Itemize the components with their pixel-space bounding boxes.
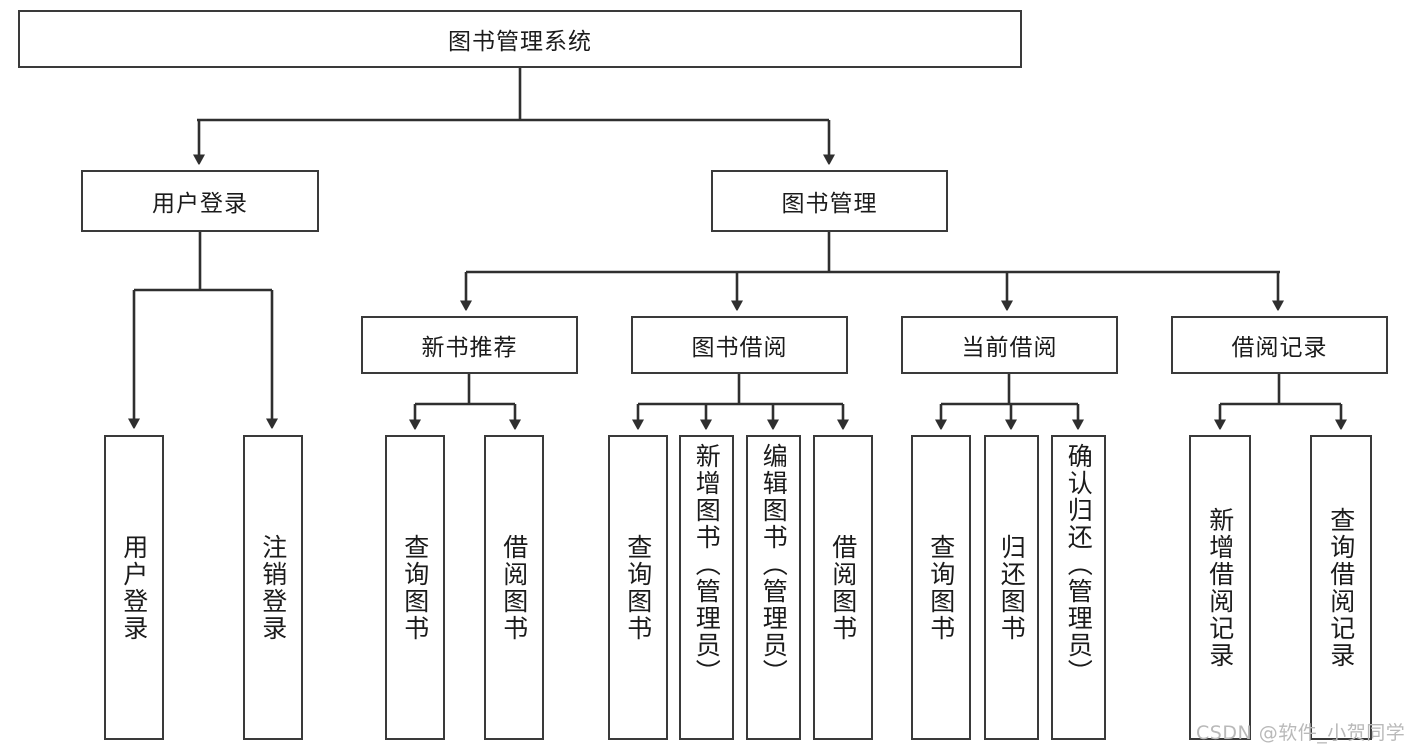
node-book-management[interactable]: 图书管理 <box>711 170 948 232</box>
edges-book-mgmt-to-level3 <box>466 232 1280 302</box>
node-leaf-edit-book-admin[interactable]: 编辑图书（管理员） <box>746 435 801 740</box>
edges-book-borrow-to-leaves <box>638 374 843 421</box>
node-leaf-borrow-books[interactable]: 借阅图书 <box>813 435 873 740</box>
node-root-system[interactable]: 图书管理系统 <box>18 10 1022 68</box>
node-user-login-label: 用户登录 <box>152 191 248 217</box>
node-leaf-label: 查询图书 <box>400 533 430 642</box>
node-leaf-logout[interactable]: 注销登录 <box>243 435 303 740</box>
node-leaf-return-books[interactable]: 归还图书 <box>984 435 1039 740</box>
node-new-book-recommend[interactable]: 新书推荐 <box>361 316 578 374</box>
node-leaf-query-borrow-record[interactable]: 查询借阅记录 <box>1310 435 1372 740</box>
node-leaf-user-login[interactable]: 用户登录 <box>104 435 164 740</box>
node-leaf-add-borrow-record[interactable]: 新增借阅记录 <box>1189 435 1251 740</box>
edges-current-borrow-to-leaves <box>941 374 1078 421</box>
node-root-label: 图书管理系统 <box>448 29 592 55</box>
node-leaf-label: 查询图书 <box>623 533 653 642</box>
node-current-borrow-label: 当前借阅 <box>961 335 1058 361</box>
edges-user-login-to-leaves <box>134 232 272 420</box>
node-leaf-label: 借阅图书 <box>499 533 529 642</box>
node-leaf-label: 注销登录 <box>258 533 288 642</box>
node-leaf-label: 新增图书（管理员） <box>692 443 722 686</box>
node-leaf-label: 归还图书 <box>997 533 1027 642</box>
node-leaf-confirm-return-admin[interactable]: 确认归还（管理员） <box>1051 435 1106 740</box>
node-leaf-query-books-recommend[interactable]: 查询图书 <box>385 435 445 740</box>
node-leaf-label: 编辑图书（管理员） <box>759 443 789 686</box>
node-borrow-record-label: 借阅记录 <box>1231 335 1328 361</box>
node-leaf-label: 确认归还（管理员） <box>1064 443 1094 686</box>
csdn-watermark: CSDN @软件_小贺同学 <box>1196 722 1405 744</box>
node-leaf-label: 查询借阅记录 <box>1326 506 1356 669</box>
node-leaf-query-books-current[interactable]: 查询图书 <box>911 435 971 740</box>
node-leaf-label: 新增借阅记录 <box>1205 506 1235 669</box>
node-book-management-label: 图书管理 <box>781 191 878 217</box>
node-book-borrow[interactable]: 图书借阅 <box>631 316 848 374</box>
node-new-book-recommend-label: 新书推荐 <box>421 335 518 361</box>
node-user-login[interactable]: 用户登录 <box>81 170 319 232</box>
edges-root-to-level2 <box>197 68 829 156</box>
node-book-borrow-label: 图书借阅 <box>691 335 788 361</box>
node-leaf-label: 用户登录 <box>119 533 149 642</box>
node-leaf-borrow-books-recommend[interactable]: 借阅图书 <box>484 435 544 740</box>
node-leaf-label: 借阅图书 <box>828 533 858 642</box>
node-leaf-label: 查询图书 <box>926 533 956 642</box>
node-current-borrow[interactable]: 当前借阅 <box>901 316 1118 374</box>
node-leaf-query-books-borrow[interactable]: 查询图书 <box>608 435 668 740</box>
edges-borrow-record-to-leaves <box>1220 374 1341 421</box>
node-borrow-record[interactable]: 借阅记录 <box>1171 316 1388 374</box>
edges-new-books-to-leaves <box>415 374 515 421</box>
node-leaf-add-book-admin[interactable]: 新增图书（管理员） <box>679 435 734 740</box>
